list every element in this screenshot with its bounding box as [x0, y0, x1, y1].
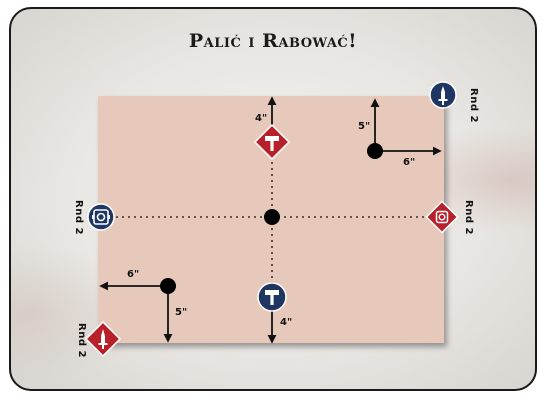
- bottom-left-point: [160, 278, 176, 294]
- sword-icon: [429, 81, 457, 109]
- sword-icon: [84, 320, 122, 358]
- round-label-top-right: Rnd 2: [468, 88, 479, 123]
- bottom-left-vertical-measure: 5": [175, 307, 187, 318]
- top-right-point: [367, 143, 383, 159]
- round-label-bottom-left: Rnd 2: [76, 323, 87, 358]
- crest-icon: [425, 200, 459, 234]
- round-label-right: Rnd 2: [463, 200, 474, 235]
- bottom-left-horizontal-measure: 6": [127, 269, 139, 280]
- scenario-title: Palić i Rabować!: [188, 30, 358, 52]
- hammer-icon: [257, 282, 287, 312]
- top-right-horizontal-measure: 6": [403, 157, 415, 168]
- top-right-vertical-measure: 5": [358, 121, 370, 132]
- crest-icon: [87, 203, 115, 231]
- round-label-left: Rnd 2: [73, 200, 84, 235]
- bottom-center-measure: 4": [280, 317, 292, 328]
- center-point: [264, 209, 280, 225]
- top-center-measure: 4": [255, 113, 267, 124]
- hammer-icon: [253, 123, 291, 161]
